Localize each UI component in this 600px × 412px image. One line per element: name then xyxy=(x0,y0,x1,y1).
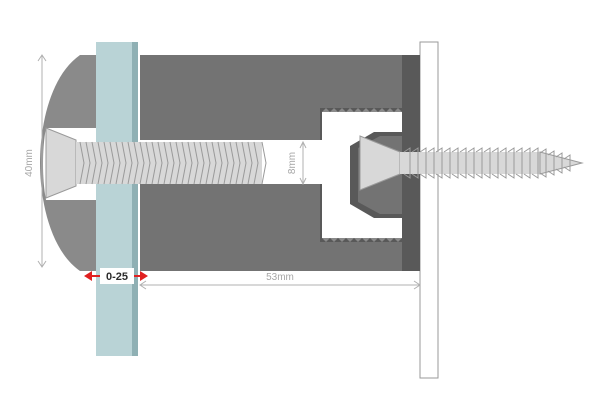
screw-thread xyxy=(515,147,523,179)
screw-thread xyxy=(523,147,531,179)
bolt-thread xyxy=(181,141,187,185)
glass-gap-dimension: 0-25 xyxy=(84,268,148,284)
bolt-diameter-dimension: 8mm xyxy=(287,140,307,186)
bolt-thread xyxy=(229,141,235,185)
screw-thread xyxy=(427,147,435,179)
bolt-thread xyxy=(175,141,181,185)
screw-thread xyxy=(459,147,467,179)
screw-thread xyxy=(563,154,571,172)
screw-thread xyxy=(507,147,515,179)
bolt-thread xyxy=(235,141,241,185)
bolt-thread xyxy=(109,141,115,185)
screw-thread xyxy=(475,147,483,179)
bolt-thread xyxy=(121,141,127,185)
threaded-bolt xyxy=(76,141,267,185)
bolt-diameter-label: 8mm xyxy=(287,152,298,174)
bolt-thread xyxy=(115,141,121,185)
wood-screw xyxy=(359,135,584,191)
bolt-thread xyxy=(151,141,157,185)
bolt-thread xyxy=(157,141,163,185)
bolt-thread xyxy=(139,141,145,185)
screw-thread xyxy=(419,147,427,179)
length-label: 53mm xyxy=(266,272,294,283)
bolt-thread xyxy=(163,141,169,185)
screw-thread xyxy=(451,147,459,179)
bolt-thread xyxy=(193,141,199,185)
bolt-thread xyxy=(97,141,103,185)
bolt-thread xyxy=(223,141,229,185)
bolt-thread xyxy=(85,141,91,185)
cavity-thread-bottom xyxy=(322,238,402,242)
screw-thread xyxy=(435,147,443,179)
bolt-thread xyxy=(91,141,97,185)
bolt-thread xyxy=(145,141,151,185)
screw-thread xyxy=(547,150,555,176)
bolt-thread xyxy=(217,141,223,185)
glass-panel xyxy=(96,42,138,356)
length-dimension: 53mm xyxy=(139,272,421,290)
screw-thread xyxy=(403,147,411,179)
bolt-thread xyxy=(241,141,247,185)
height-label: 40mm xyxy=(24,149,35,177)
screw-thread xyxy=(555,152,563,174)
bolt-thread xyxy=(169,141,175,185)
height-dimension: 40mm xyxy=(24,54,47,268)
screw-thread xyxy=(539,148,547,178)
cavity-thread-top xyxy=(322,108,402,112)
bolt-thread xyxy=(133,141,139,185)
bolt-thread xyxy=(103,141,109,185)
bolt-thread xyxy=(127,141,133,185)
screw-thread xyxy=(467,147,475,179)
glass-gap-label: 0-25 xyxy=(106,271,128,283)
bolt-thread xyxy=(247,141,253,185)
screw-thread xyxy=(499,147,507,179)
bolt-head xyxy=(45,127,77,199)
bolt-thread xyxy=(199,141,205,185)
bolt-thread xyxy=(253,141,259,185)
screw-thread xyxy=(443,147,451,179)
screw-thread xyxy=(411,147,419,179)
screw-thread xyxy=(483,147,491,179)
bolt-thread xyxy=(211,141,217,185)
glass-gap-label-background xyxy=(100,268,134,284)
bolt-thread xyxy=(187,141,193,185)
screw-thread xyxy=(531,147,539,179)
screw-thread xyxy=(491,147,499,179)
wall-plate xyxy=(419,41,439,379)
bolt-thread xyxy=(205,141,211,185)
bolt-thread xyxy=(79,141,85,185)
